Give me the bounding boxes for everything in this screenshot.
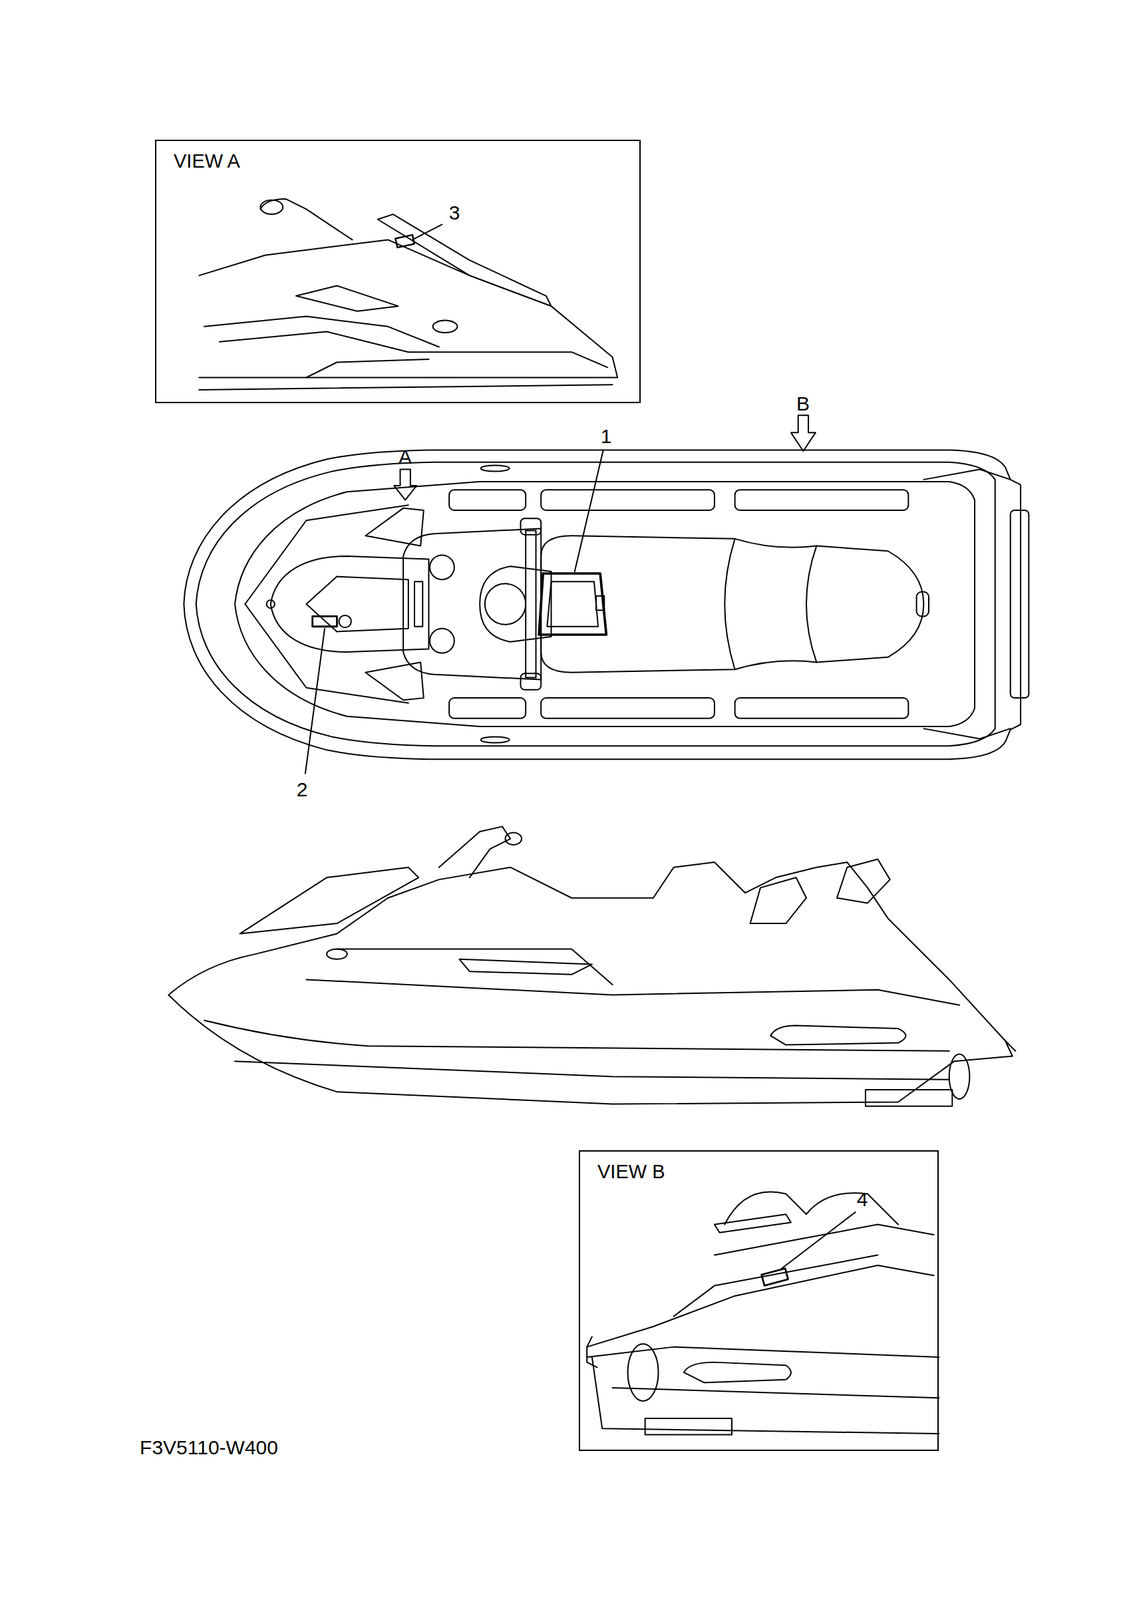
view-title: VIEW A (156, 141, 241, 173)
callout-number: 2 (296, 778, 309, 801)
view-a-bow (198, 198, 618, 390)
view-b-stern (586, 1191, 939, 1435)
view-frame: VIEW A (155, 139, 641, 404)
view-frame: VIEW B (578, 1150, 939, 1452)
view-title: VIEW B (580, 1151, 666, 1183)
view-letter: B (796, 392, 810, 415)
callout-number: 4 (856, 1188, 869, 1211)
side-view (168, 826, 1016, 1106)
drawing-code: F3V5110-W400 (139, 1436, 279, 1459)
callout-number: 3 (449, 201, 461, 224)
top-view (183, 415, 1029, 774)
view-letter: A (398, 445, 412, 468)
callout-number: 1 (600, 425, 613, 448)
